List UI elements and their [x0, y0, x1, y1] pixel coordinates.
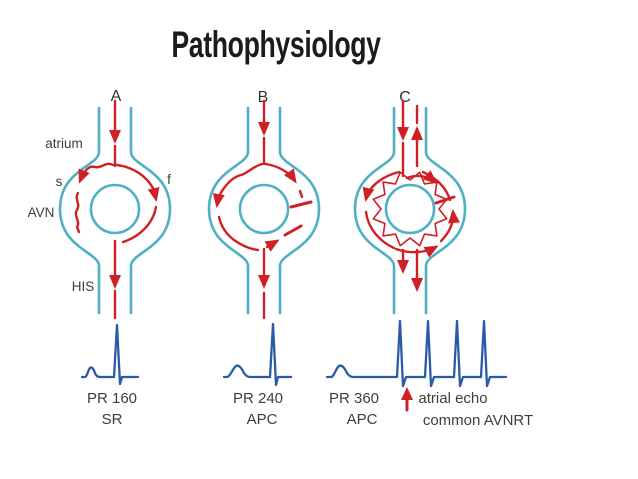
ecg-trace-b: [222, 322, 293, 387]
common-avnrt-label: common AVNRT: [423, 412, 533, 429]
slow-pathway-arrow: [78, 162, 115, 184]
panel-b-label: B: [258, 89, 269, 106]
av-node-circle: [238, 183, 290, 235]
fast-pathway-arrow: [264, 162, 297, 184]
panel-a-conduction: [74, 99, 160, 320]
panel-c-channel: [353, 106, 467, 315]
panel-b: B: [207, 89, 321, 320]
av-node-circle: [384, 183, 436, 235]
fast-pathway-stub: [298, 189, 304, 199]
circuit-right-up-arrow: [439, 209, 460, 243]
his-label: HIS: [72, 279, 95, 294]
channel-left-outline: [207, 106, 250, 315]
panel-b-channel: [207, 106, 321, 315]
slow-pathway-arrow: [212, 162, 264, 208]
ecg-traces: [80, 319, 508, 412]
circuit-top-right-arrow: [405, 170, 438, 184]
fast-pathway-block-bar: [289, 200, 313, 209]
panel-c-rhythm: APC: [347, 411, 378, 428]
channel-right-outline: [424, 106, 467, 315]
panel-a-channel: [58, 106, 172, 315]
atrial-echo-label: atrial echo: [418, 390, 487, 407]
panel-a-pr-value: PR 160: [87, 390, 137, 407]
captions: PR 160 SR PR 240 APC PR 360 APC atrial e…: [87, 390, 533, 429]
circuit-left-bottom: [364, 210, 396, 250]
channel-right-outline: [129, 106, 172, 315]
panel-a-rhythm: SR: [102, 411, 123, 428]
circuit-left-arrow: [362, 170, 401, 202]
echo-arrow-head: [401, 387, 413, 400]
channel-left-outline: [353, 106, 396, 315]
fast-pathway-arrow: [115, 163, 160, 202]
slow-pathway-tail: [217, 215, 260, 252]
circuit-block-bar: [434, 195, 456, 205]
fast-pathway-label: f: [167, 172, 171, 187]
panel-b-pr-value: PR 240: [233, 390, 283, 407]
page-title: Pathophysiology: [171, 24, 381, 65]
av-node-circle: [89, 183, 141, 235]
panel-a: A: [58, 88, 172, 320]
ecg-trace-c: [325, 319, 508, 388]
reentry-zigzag-ring: [372, 171, 448, 247]
panel-b-conduction: [212, 99, 313, 320]
atrium-label: atrium: [45, 136, 83, 151]
panel-c-conduction: [362, 99, 460, 292]
panel-a-label: A: [111, 88, 122, 105]
channel-right-outline: [278, 106, 321, 315]
panel-b-rhythm: APC: [247, 411, 278, 428]
panel-c-pr-value: PR 360: [329, 390, 379, 407]
channel-left-outline: [58, 106, 101, 315]
avn-label: AVN: [28, 205, 55, 220]
panel-c: C: [353, 89, 467, 315]
retrograde-block-bar: [283, 224, 303, 237]
slow-pathway-label: s: [56, 174, 63, 189]
panel-c-label: C: [399, 89, 411, 106]
fast-pathway-tail: [121, 205, 158, 244]
circuit-retro-exit: [421, 170, 452, 202]
retrograde-arrow: [264, 239, 280, 252]
ecg-trace-a: [80, 323, 140, 386]
anatomy-labels: atrium s f AVN HIS: [28, 136, 172, 294]
slow-pathway-tail: [74, 191, 81, 234]
echo-pointer-arrow: [401, 387, 413, 412]
